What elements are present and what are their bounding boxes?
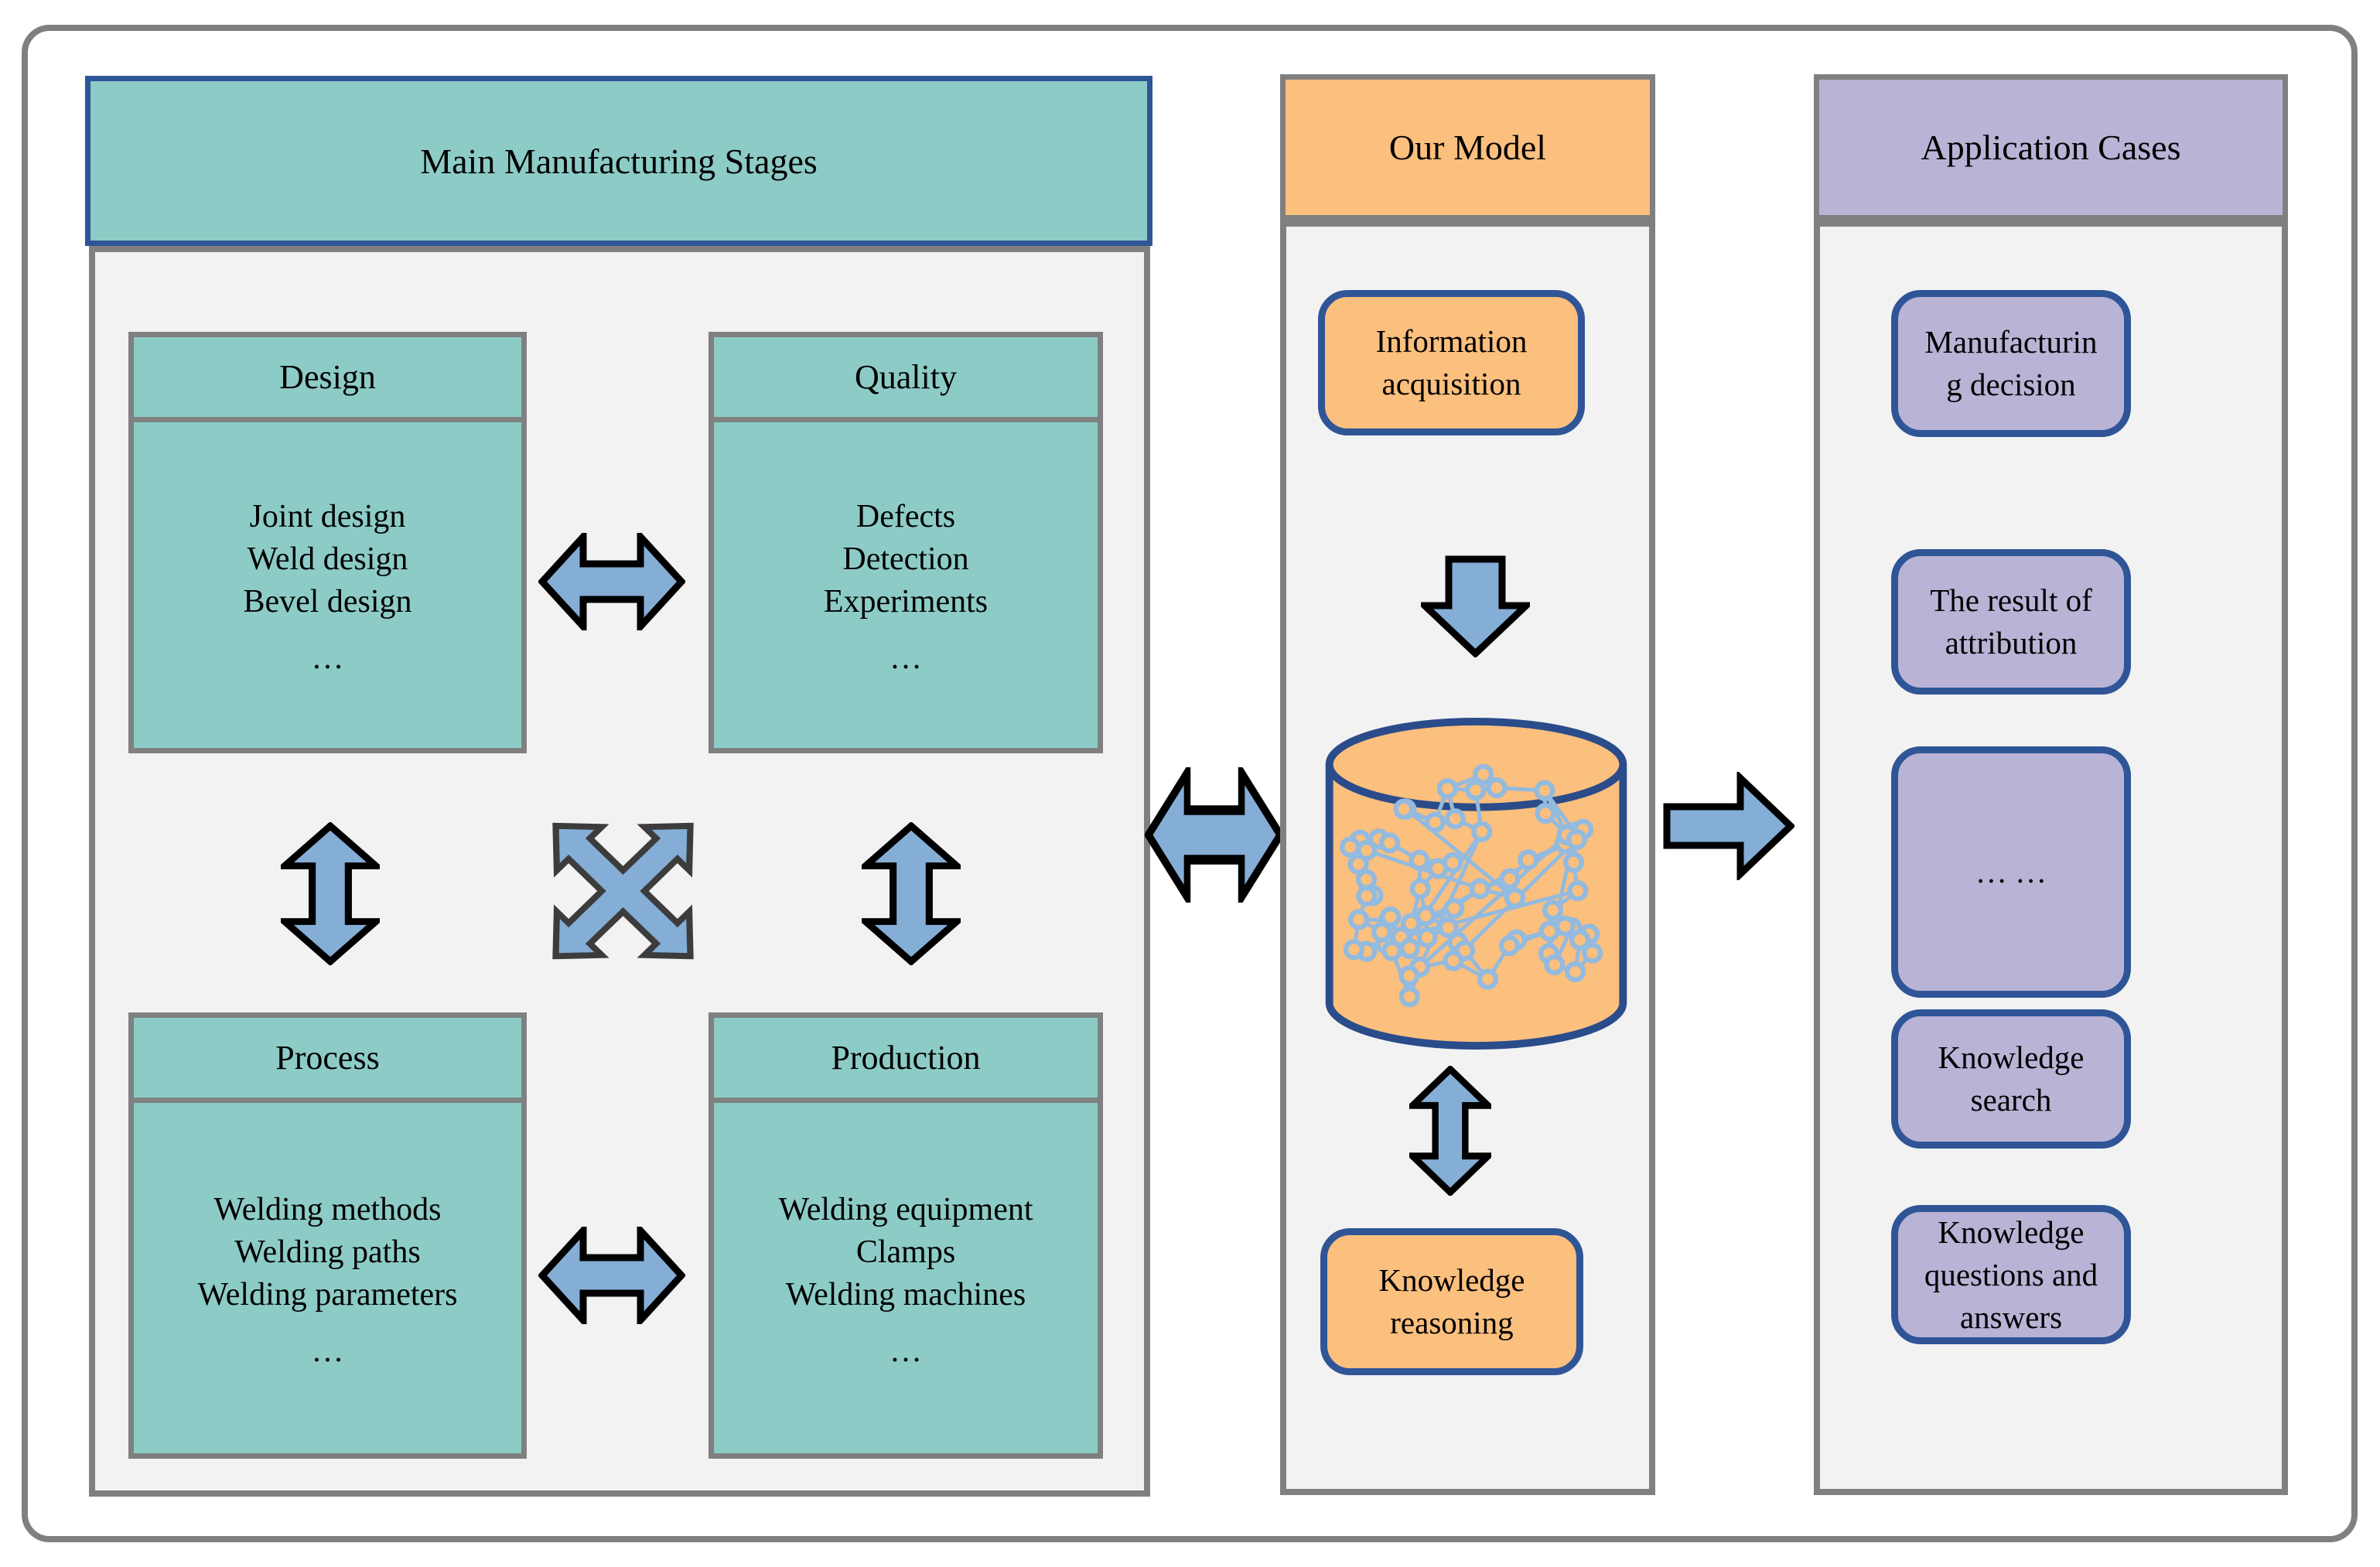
acquisition-graph-down-arrow-icon bbox=[1421, 555, 1530, 657]
stage-body-quality: Defects Detection Experiments … bbox=[714, 422, 1098, 748]
outer-frame bbox=[22, 25, 2358, 1542]
stage-ellipsis: … bbox=[311, 1333, 344, 1369]
knowledge-graph-network bbox=[1339, 763, 1603, 1008]
information-acquisition-box: Information acquisition bbox=[1318, 290, 1585, 435]
case-label: Knowledge search bbox=[1938, 1040, 2085, 1118]
information-acquisition-label: Information acquisition bbox=[1375, 323, 1528, 401]
stage-box-production: Production Welding equipment Clamps Weld… bbox=[709, 1012, 1103, 1459]
four-way-arrow-icon bbox=[540, 811, 706, 971]
stage-header-process: Process bbox=[134, 1018, 521, 1103]
stage-ellipsis: … bbox=[890, 640, 922, 676]
stage-title: Process bbox=[275, 1039, 380, 1077]
stage-items: Welding methods Welding paths Welding pa… bbox=[197, 1192, 458, 1313]
middle-panel-title: Our Model bbox=[1388, 128, 1547, 167]
stage-items: Welding equipment Clamps Welding machine… bbox=[778, 1192, 1033, 1313]
case-box-knowledge-search: Knowledge search bbox=[1891, 1009, 2131, 1149]
right-panel-title: Application Cases bbox=[1921, 128, 2181, 167]
right-panel-header: Application Cases bbox=[1814, 74, 2288, 220]
stage-items: Joint design Weld design Bevel design bbox=[243, 499, 412, 620]
stage-box-design: Design Joint design Weld design Bevel de… bbox=[128, 332, 527, 753]
stage-body-design: Joint design Weld design Bevel design … bbox=[134, 422, 521, 748]
left-panel-header: Main Manufacturing Stages bbox=[85, 76, 1152, 246]
stage-body-production: Welding equipment Clamps Welding machine… bbox=[714, 1103, 1098, 1453]
case-box-result-of-attribution: The result of attribution bbox=[1891, 549, 2131, 695]
case-label: Manufacturin g decision bbox=[1924, 324, 2098, 402]
design-quality-double-arrow-icon bbox=[538, 533, 685, 630]
case-box-manufacturing-decision: Manufacturin g decision bbox=[1891, 290, 2131, 437]
case-label: The result of attribution bbox=[1930, 582, 2092, 661]
case-box-ellipsis: … … bbox=[1891, 746, 2131, 998]
stage-title: Quality bbox=[855, 358, 957, 396]
stage-items: Defects Detection Experiments bbox=[823, 499, 989, 620]
stage-header-quality: Quality bbox=[714, 337, 1098, 422]
stages-model-double-arrow-icon bbox=[1145, 767, 1284, 903]
case-box-knowledge-qa: Knowledge questions and answers bbox=[1891, 1205, 2131, 1344]
stage-title: Production bbox=[831, 1039, 981, 1077]
stage-box-quality: Quality Defects Detection Experiments … bbox=[709, 332, 1103, 753]
model-application-right-arrow-icon bbox=[1663, 772, 1794, 880]
middle-panel-header: Our Model bbox=[1280, 74, 1655, 220]
knowledge-reasoning-box: Knowledge reasoning bbox=[1320, 1228, 1583, 1375]
quality-production-double-arrow-icon bbox=[862, 822, 961, 965]
left-panel-body: Design Joint design Weld design Bevel de… bbox=[89, 246, 1150, 1497]
graph-reasoning-double-arrow-icon bbox=[1409, 1066, 1491, 1196]
knowledge-graph-database-icon bbox=[1323, 715, 1630, 1052]
stage-title: Design bbox=[279, 358, 376, 396]
stage-body-process: Welding methods Welding paths Welding pa… bbox=[134, 1103, 521, 1453]
design-process-double-arrow-icon bbox=[281, 822, 380, 965]
case-label: … … bbox=[1975, 854, 2047, 889]
case-label: Knowledge questions and answers bbox=[1924, 1214, 2098, 1335]
stage-ellipsis: … bbox=[311, 640, 344, 676]
stage-header-production: Production bbox=[714, 1018, 1098, 1103]
stage-ellipsis: … bbox=[890, 1333, 922, 1369]
knowledge-reasoning-label: Knowledge reasoning bbox=[1378, 1262, 1525, 1340]
stage-header-design: Design bbox=[134, 337, 521, 422]
stage-box-process: Process Welding methods Welding paths We… bbox=[128, 1012, 527, 1459]
process-production-double-arrow-icon bbox=[538, 1227, 685, 1324]
left-panel-title: Main Manufacturing Stages bbox=[420, 141, 818, 181]
